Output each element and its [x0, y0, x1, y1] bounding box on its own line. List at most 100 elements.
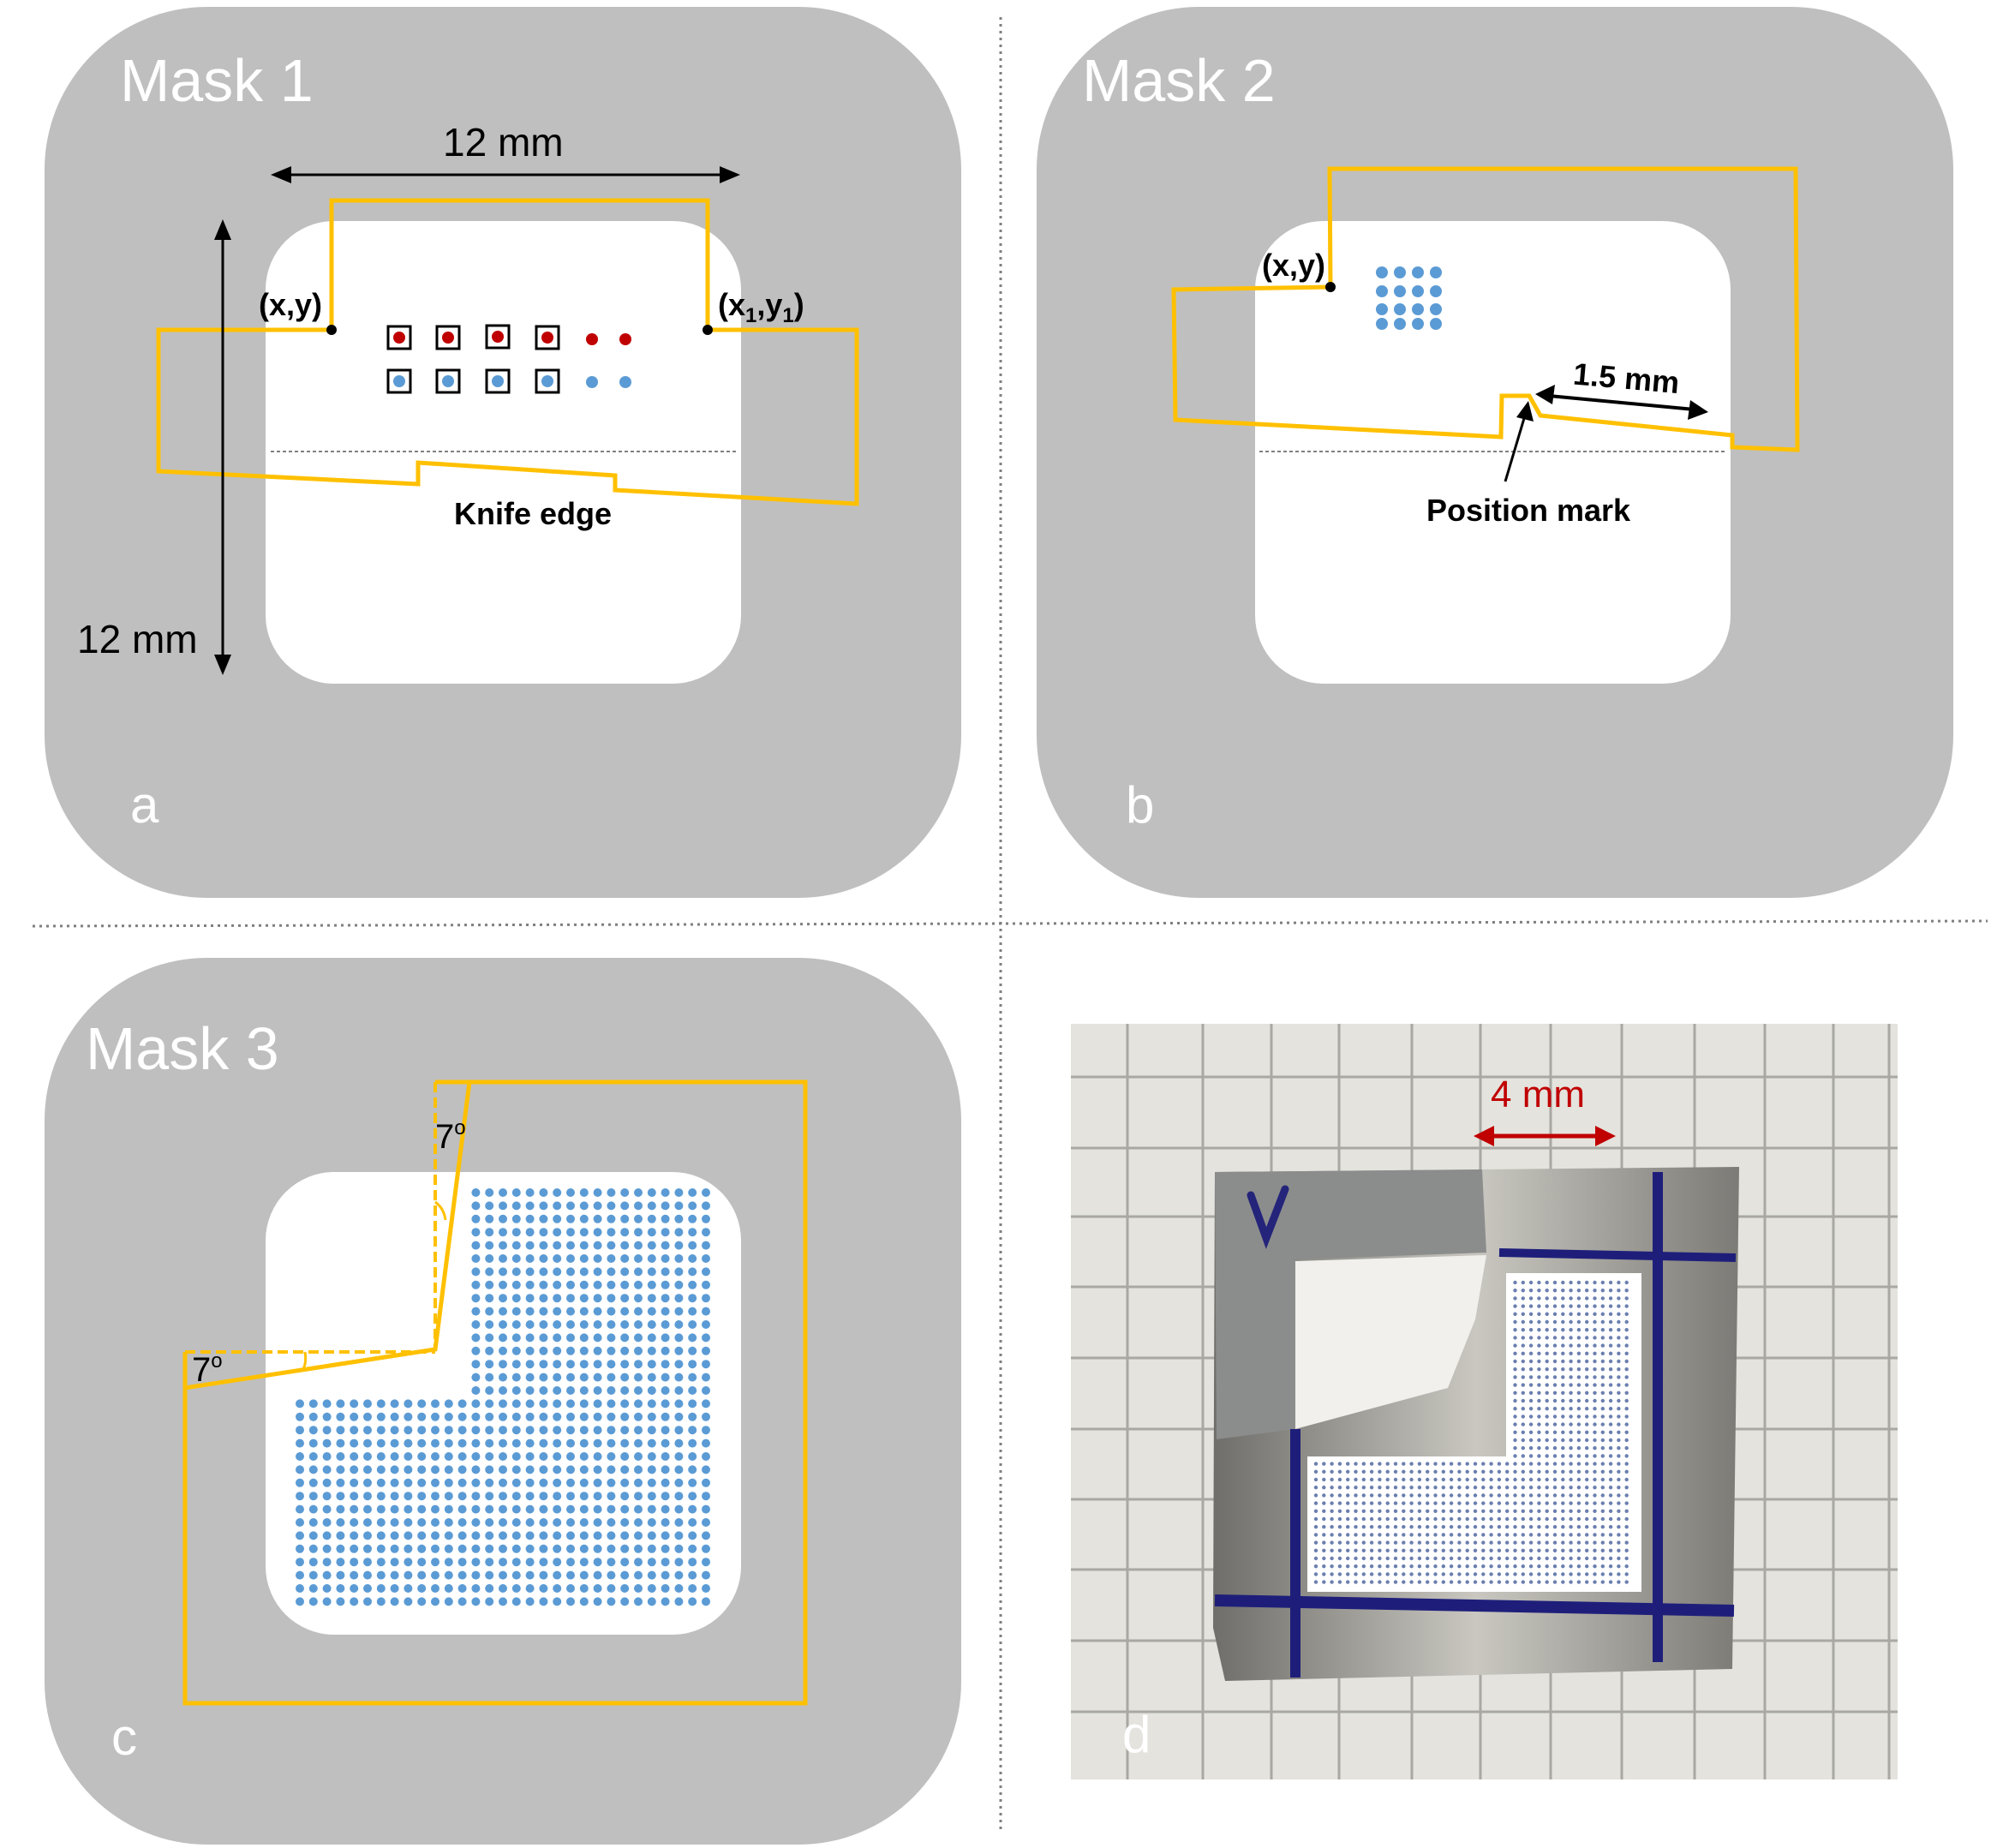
photo-dot [1449, 1548, 1454, 1553]
photo-dot [1576, 1564, 1581, 1569]
photo-dot [1426, 1493, 1430, 1498]
blue-dot [376, 1465, 386, 1474]
blue-dot [674, 1214, 684, 1223]
blue-dot [350, 1504, 359, 1514]
photo-dot [1576, 1336, 1581, 1340]
photo-dot [1593, 1336, 1597, 1340]
blue-dot [471, 1452, 481, 1461]
photo-dot [1402, 1493, 1406, 1498]
photo-dot [1593, 1343, 1597, 1348]
blue-dot [511, 1426, 521, 1435]
photo-dot [1600, 1516, 1605, 1522]
photo-dot [1545, 1501, 1549, 1505]
blue-dot [376, 1504, 386, 1514]
blue-dot [539, 1201, 548, 1211]
blue-dot [702, 1228, 710, 1237]
blue-dot [620, 1214, 630, 1223]
blue-dot [350, 1412, 359, 1421]
blue-dot [607, 1333, 616, 1343]
blue-dot [525, 1188, 535, 1197]
photo-dot [1617, 1548, 1621, 1553]
blue-dot [634, 1570, 643, 1580]
photo-dot [1537, 1304, 1541, 1308]
photo-dot [1600, 1407, 1605, 1411]
blue-dot [647, 1504, 656, 1514]
photo-dot [1585, 1516, 1589, 1522]
blue-dot [404, 1438, 413, 1448]
photo-dot [1433, 1469, 1438, 1474]
blue-dot [308, 1531, 318, 1540]
photo-dot [1354, 1462, 1358, 1466]
photo-dot [1552, 1319, 1558, 1325]
blue-dot [485, 1492, 494, 1501]
photo-dot [1378, 1469, 1382, 1474]
photo-dot [1569, 1486, 1573, 1490]
photo-dot [1441, 1486, 1446, 1490]
blue-dot [431, 1412, 439, 1421]
photo-dot [1409, 1516, 1414, 1522]
blue-dot [647, 1320, 656, 1329]
blue-dot [634, 1346, 643, 1355]
photo-dot [1585, 1477, 1589, 1482]
blue-dot [607, 1267, 616, 1277]
photo-dot [1537, 1407, 1541, 1411]
photo-dot [1552, 1375, 1558, 1379]
blue-dot [471, 1241, 481, 1250]
photo-dot [1585, 1493, 1589, 1498]
blue-dot [511, 1478, 521, 1487]
blue-dot [647, 1280, 656, 1289]
photo-dot [1521, 1525, 1526, 1529]
blue-dot [1376, 266, 1388, 278]
photo-dot [1561, 1477, 1565, 1482]
photo-dot [1552, 1336, 1558, 1340]
photo-dot [1569, 1556, 1573, 1561]
photo-dot [1593, 1501, 1597, 1505]
photo-dot [1313, 1533, 1318, 1537]
blue-dot [661, 1214, 670, 1223]
photo-dot [1505, 1564, 1510, 1569]
blue-dot [296, 1426, 304, 1435]
photo-dot [1449, 1486, 1454, 1490]
photo-dot [1528, 1454, 1534, 1458]
blue-dot [525, 1452, 535, 1461]
photo-dot [1385, 1493, 1390, 1498]
blue-dot [566, 1333, 575, 1343]
blue-dot [674, 1597, 684, 1606]
photo-dot [1489, 1540, 1493, 1545]
dot-box [535, 368, 560, 394]
blue-dot [702, 1584, 710, 1593]
blue-dot [647, 1438, 656, 1448]
photo-dot [1552, 1501, 1558, 1505]
photo-dot [1457, 1548, 1462, 1553]
point-xy-label: (x,y) [259, 287, 322, 322]
photo-dot [1513, 1289, 1517, 1293]
blue-dot [553, 1504, 562, 1514]
photo-dot [1585, 1533, 1589, 1537]
photo-dot [1449, 1516, 1454, 1522]
blue-dot [417, 1492, 427, 1501]
photo-dot [1552, 1493, 1558, 1498]
photo-dot [1393, 1509, 1398, 1514]
photo-dot [1528, 1446, 1534, 1450]
blue-dot [296, 1492, 304, 1501]
blue-dot [322, 1518, 332, 1527]
blue-dot [607, 1570, 616, 1580]
photo-dot [1313, 1462, 1318, 1466]
photo-dot [1608, 1383, 1613, 1387]
marker-line [1498, 1248, 1737, 1262]
photo-dot [1441, 1525, 1446, 1529]
blue-dot [525, 1597, 535, 1606]
blue-dot [674, 1518, 684, 1527]
photo-dot [1489, 1556, 1493, 1561]
blue-dot [647, 1518, 656, 1527]
photo-dot [1457, 1509, 1462, 1514]
photo-dot [1313, 1564, 1318, 1569]
photo-dot [1465, 1525, 1469, 1529]
blue-dot [444, 1518, 453, 1527]
photo-dot [1489, 1469, 1493, 1474]
photo-dot [1521, 1446, 1526, 1450]
blue-dot [566, 1597, 575, 1606]
blue-dot [607, 1518, 616, 1527]
blue-dot [553, 1452, 562, 1461]
blue-dot [471, 1294, 481, 1303]
